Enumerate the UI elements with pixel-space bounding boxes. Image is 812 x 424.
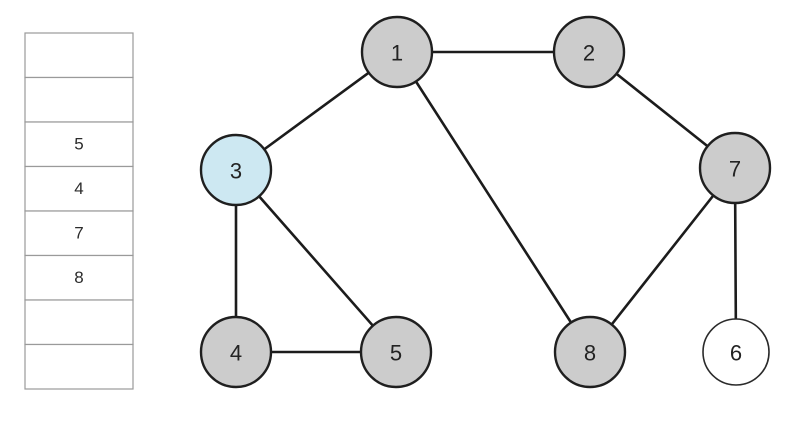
graph-node[interactable]: 4 xyxy=(199,315,273,389)
graph-node-circle[interactable] xyxy=(698,131,772,205)
graph-node[interactable]: 7 xyxy=(698,131,772,205)
graph-node-circle[interactable] xyxy=(552,15,626,89)
graph-node[interactable]: 3 xyxy=(199,133,273,207)
queue-cell[interactable] xyxy=(24,210,134,257)
graph-node[interactable]: 8 xyxy=(553,315,627,389)
queue-cell[interactable] xyxy=(24,254,134,301)
graph-node-layer: 1 2 3 7 4 5 8 6 xyxy=(199,15,772,389)
graph-node[interactable]: 5 xyxy=(359,315,433,389)
queue-cell[interactable] xyxy=(24,299,134,346)
queue-cell[interactable] xyxy=(24,32,134,79)
queue-cell-value: 4 xyxy=(74,179,83,198)
graph-node[interactable]: 2 xyxy=(552,15,626,89)
queue-cell[interactable] xyxy=(24,121,134,168)
queue-cell[interactable] xyxy=(24,343,134,390)
graph-edge-layer xyxy=(234,50,738,354)
graph-edge xyxy=(395,50,592,354)
graph-node-circle[interactable] xyxy=(553,315,627,389)
graph-node[interactable]: 1 xyxy=(360,15,434,89)
queue-cell[interactable] xyxy=(24,165,134,212)
graph-node-circle[interactable] xyxy=(702,318,770,386)
graph-edge xyxy=(234,168,398,354)
queue-cell-value: 7 xyxy=(74,224,83,243)
graph-node-circle[interactable] xyxy=(199,315,273,389)
graph-node-circle[interactable] xyxy=(359,315,433,389)
graph-node[interactable]: 6 xyxy=(702,318,770,386)
graph-edge xyxy=(588,166,737,354)
queue-cell-value: 5 xyxy=(74,135,83,154)
graph-node-circle[interactable] xyxy=(360,15,434,89)
traversal-queue: 5 4 7 8 xyxy=(24,32,134,390)
graph-node-circle[interactable] xyxy=(199,133,273,207)
queue-cell-value: 8 xyxy=(74,268,83,287)
queue-cell[interactable] xyxy=(24,76,134,123)
